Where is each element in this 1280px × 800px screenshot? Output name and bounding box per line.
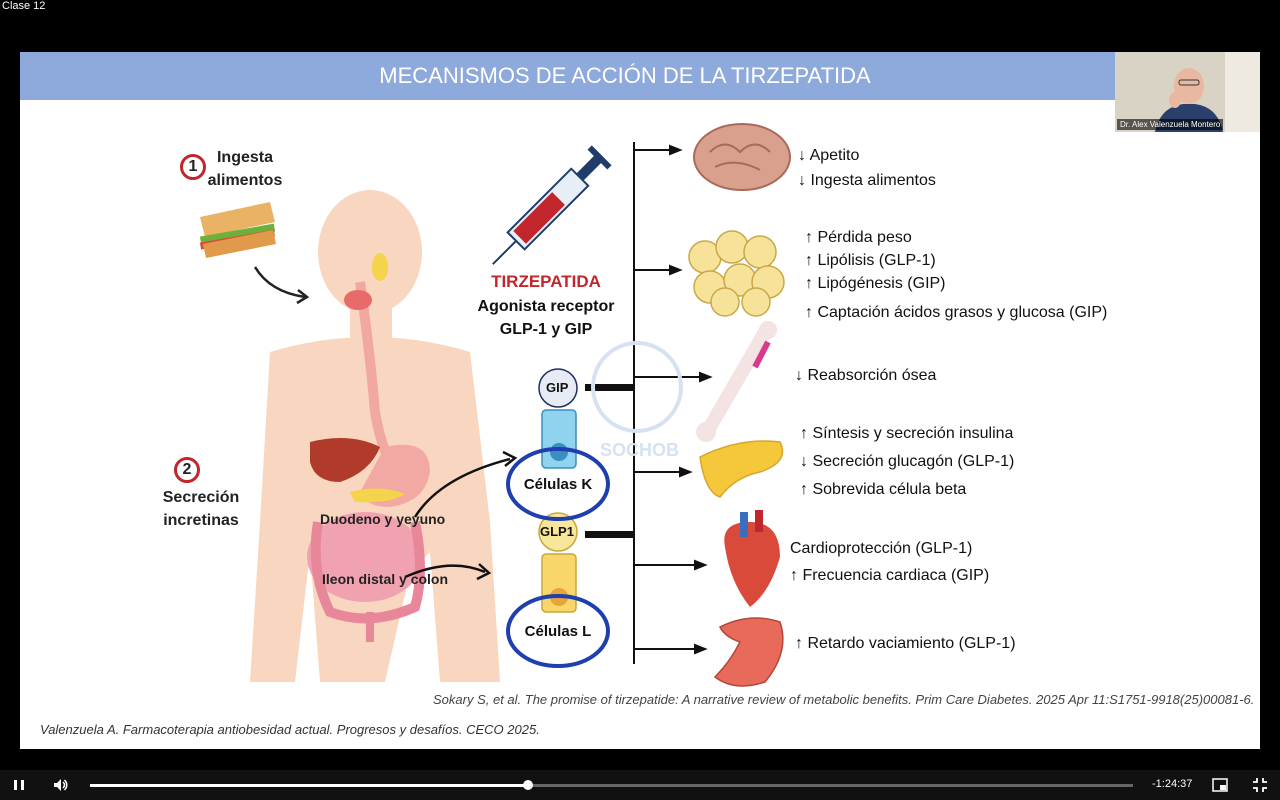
step-1-line2: alimentos bbox=[207, 172, 283, 189]
step-1-line1: Ingesta bbox=[216, 149, 273, 166]
step-1-badge: 1 bbox=[180, 154, 206, 180]
l-cells-label: Células L bbox=[524, 623, 592, 640]
effect-stomach-1: ↑ Retardo vaciamiento (GLP-1) bbox=[795, 635, 1016, 652]
seek-bar[interactable] bbox=[90, 780, 1133, 790]
video-player-controls: -1:24:37 bbox=[0, 770, 1280, 800]
effect-heart: Cardioprotección (GLP-1) ↑ Frecuencia ca… bbox=[790, 535, 989, 589]
effect-pancreas-1: ↑ Síntesis y secreción insulina bbox=[800, 425, 1014, 442]
seek-bar-progress bbox=[90, 784, 529, 787]
gip-label: GIP bbox=[546, 380, 569, 395]
diagram-artwork bbox=[199, 123, 791, 687]
glp1-hormone-circle bbox=[538, 512, 578, 552]
glp1-label: GLP1 bbox=[540, 524, 574, 539]
volume-icon[interactable] bbox=[51, 776, 69, 794]
effect-pancreas-2: ↓ Secreción glucagón (GLP-1) bbox=[800, 453, 1015, 470]
reference-sokary: Sokary S, et al. The promise of tirzepat… bbox=[433, 692, 1255, 707]
drug-description: Agonista receptor GLP-1 y GIP bbox=[466, 295, 626, 341]
presentation-slide: MECANISMOS DE ACCIÓN DE LA TIRZEPATIDA bbox=[20, 52, 1260, 749]
effect-pancreas: ↑ Síntesis y secreción insulina ↓ Secrec… bbox=[800, 420, 1014, 504]
step-2-line2: incretinas bbox=[163, 512, 239, 529]
slide-title: MECANISMOS DE ACCIÓN DE LA TIRZEPATIDA bbox=[379, 63, 871, 88]
syringe-illustration bbox=[492, 145, 612, 265]
effect-heart-2: ↑ Frecuencia cardiaca (GIP) bbox=[790, 567, 990, 584]
human-body-illustration bbox=[199, 190, 500, 682]
watermark-text: SOCHOB bbox=[600, 440, 680, 460]
picture-in-picture-icon[interactable] bbox=[1211, 776, 1229, 794]
time-remaining: -1:24:37 bbox=[1152, 778, 1193, 790]
watermark-seal bbox=[591, 341, 683, 433]
effect-fat-1: ↑ Pérdida peso bbox=[805, 229, 912, 246]
effect-brain: ↓ Apetito ↓ Ingesta alimentos bbox=[798, 143, 936, 193]
fat-cells-illustration bbox=[688, 230, 785, 317]
effect-fat-2: ↑ Lipólisis (GLP-1) bbox=[805, 252, 936, 269]
window-title: Clase 12 bbox=[2, 0, 46, 12]
effect-brain-2: ↓ Ingesta alimentos bbox=[798, 172, 936, 189]
effect-bone-1: ↓ Reabsorción ósea bbox=[795, 367, 937, 384]
heart-illustration bbox=[724, 510, 780, 607]
sandwich-illustration bbox=[199, 202, 276, 258]
speaker-camera-feed: Dr. Alex Valenzuela Montero bbox=[1115, 52, 1260, 132]
effect-fat-3: ↑ Lipógénesis (GIP) bbox=[805, 275, 946, 292]
effect-arrows bbox=[634, 144, 713, 655]
pancreas-illustration bbox=[699, 440, 784, 498]
drug-desc-line1: Agonista receptor bbox=[477, 298, 615, 315]
step-2-label: Secreción incretinas bbox=[155, 486, 247, 532]
effect-bone: ↓ Reabsorción ósea bbox=[795, 363, 936, 388]
drug-name: TIRZEPATIDA bbox=[491, 272, 601, 291]
speaker-avatar bbox=[1115, 52, 1260, 132]
effect-pancreas-3: ↑ Sobrevida célula beta bbox=[800, 481, 967, 498]
ileon-label: Ileon distal y colon bbox=[322, 571, 449, 587]
gip-hormone-circle bbox=[538, 368, 578, 408]
duodeno-label: Duodeno y yeyuno bbox=[320, 511, 446, 527]
step-2-line1: Secreción bbox=[162, 489, 240, 506]
l-cells-ring bbox=[506, 594, 610, 668]
seek-bar-handle[interactable] bbox=[523, 780, 534, 790]
effect-brain-1: ↓ Apetito bbox=[798, 147, 860, 164]
step-1-label: Ingesta alimentos bbox=[200, 146, 290, 192]
effect-fat: ↑ Pérdida peso ↑ Lipólisis (GLP-1) ↑ Lip… bbox=[805, 226, 1107, 324]
brain-illustration bbox=[693, 123, 791, 191]
stomach-illustration bbox=[713, 617, 784, 687]
step-2-badge: 2 bbox=[174, 457, 200, 483]
drug-desc-line2: GLP-1 y GIP bbox=[499, 321, 593, 338]
pause-icon[interactable] bbox=[10, 776, 28, 794]
slide-header: MECANISMOS DE ACCIÓN DE LA TIRZEPATIDA bbox=[20, 52, 1260, 100]
effect-stomach: ↑ Retardo vaciamiento (GLP-1) bbox=[795, 631, 1016, 656]
effect-heart-1: Cardioprotección (GLP-1) bbox=[790, 540, 973, 557]
speaker-name: Dr. Alex Valenzuela Montero bbox=[1117, 119, 1224, 130]
k-cells-ring bbox=[506, 447, 610, 521]
k-cells-label: Células K bbox=[523, 476, 593, 493]
reference-valenzuela: Valenzuela A. Farmacoterapia antiobesida… bbox=[40, 722, 540, 737]
exit-fullscreen-icon[interactable] bbox=[1251, 776, 1269, 794]
effect-fat-4: ↑ Captación ácidos grasos y glucosa (GIP… bbox=[805, 304, 1108, 321]
bone-illustration bbox=[696, 321, 777, 442]
